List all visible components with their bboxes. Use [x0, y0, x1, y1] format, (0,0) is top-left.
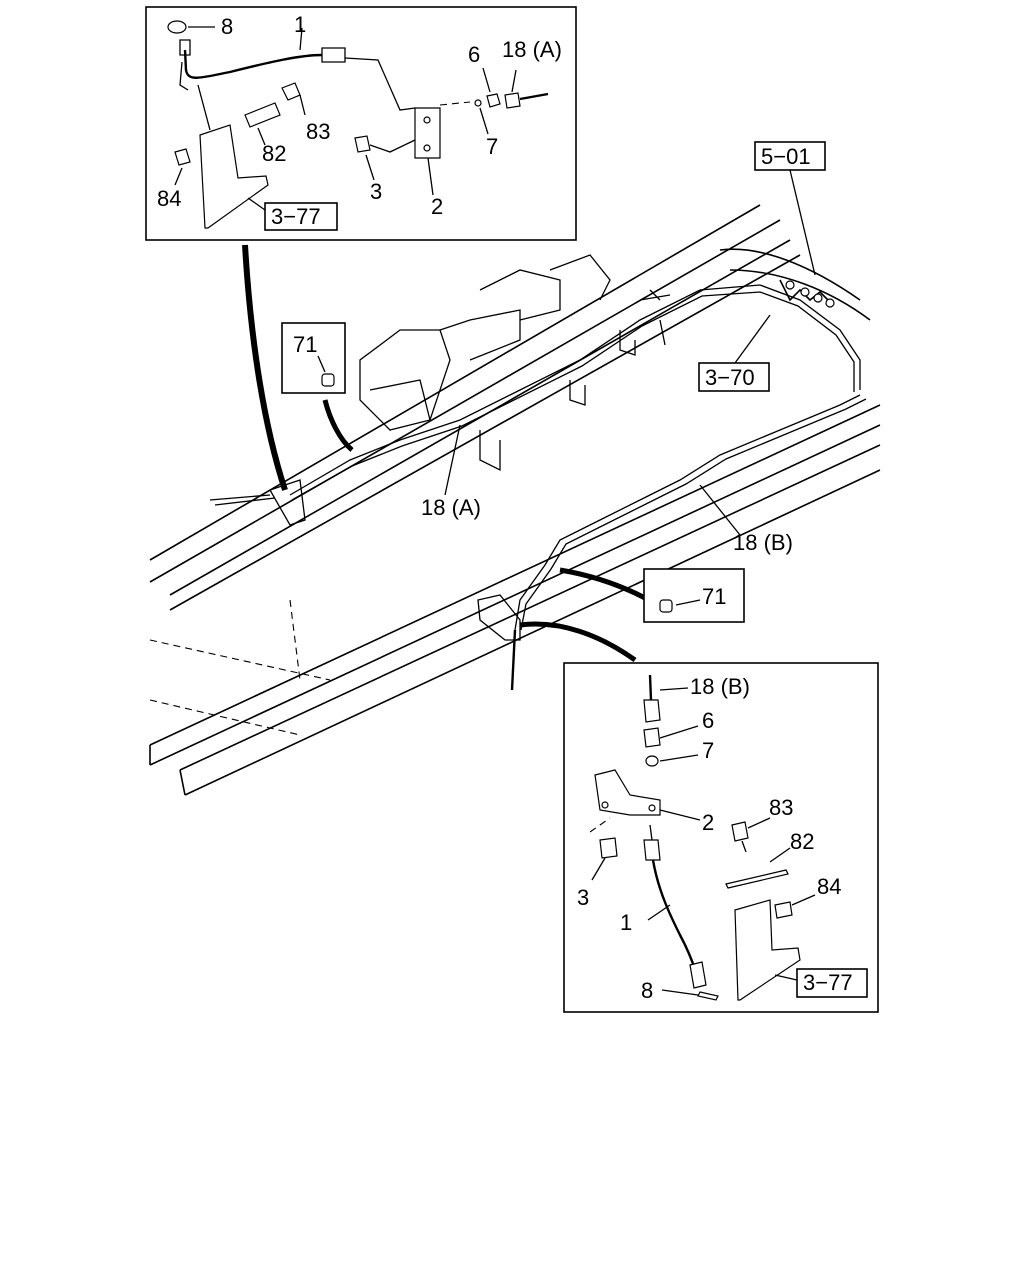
bottom-callout-6: 6 [702, 708, 714, 733]
leader-curve-top [242, 244, 288, 491]
bolt-83-bottom [731, 821, 749, 842]
leader-18b-main [699, 484, 741, 536]
bottom-ref-box-3-77 [796, 968, 868, 998]
bottom-callout-84: 84 [817, 874, 841, 899]
bottom-callout-7: 7 [702, 738, 714, 763]
callout-18b-main: 18 (B) [733, 530, 793, 555]
ref-3-70-label: 3−70 [705, 365, 755, 390]
top-ref-box-3-77 [264, 202, 338, 231]
top-callout-2: 2 [431, 194, 443, 219]
bottom-callout-2: 2 [702, 810, 714, 835]
top-callout-84: 84 [157, 186, 181, 211]
top-callout-3: 3 [370, 179, 382, 204]
bracket-2 [414, 107, 441, 159]
callout-71-a-label: 71 [293, 332, 317, 357]
bottom-callout-83: 83 [769, 795, 793, 820]
leader-18a-main [444, 424, 461, 496]
top-callout-7: 7 [486, 134, 498, 159]
top-callout-83: 83 [306, 119, 330, 144]
nut-6 [486, 93, 501, 108]
nut-84 [174, 148, 191, 166]
top-callout-8: 8 [221, 14, 233, 39]
ref-5-01-label: 5−01 [761, 144, 811, 169]
washer-8-bottom [697, 991, 719, 1001]
top-callout-82: 82 [262, 141, 286, 166]
bottom-callout-3: 3 [577, 885, 589, 910]
bolt-3 [354, 135, 371, 153]
nut-84-bottom [774, 901, 793, 919]
bottom-callout-8: 8 [641, 978, 653, 1003]
callout-71-box-b: 71 [643, 568, 745, 623]
flare-nut-18a [504, 92, 521, 109]
chassis-frame-illustration [149, 204, 881, 796]
bottom-callout-18b: 18 (B) [690, 674, 750, 699]
leader-curve-71b [559, 567, 647, 601]
bracket-2-bottom [594, 769, 661, 816]
washer-7 [474, 99, 482, 107]
ref-box-5-01: 5−01 [754, 141, 826, 276]
washer-8 [167, 20, 187, 34]
top-ref-3-77-label: 3−77 [271, 204, 321, 229]
leader-curve-71a [322, 399, 354, 452]
bracket-3-77-bottom [734, 899, 801, 1001]
clip-82-bottom [725, 869, 789, 889]
washer-7-bottom [645, 755, 659, 767]
top-callout-1: 1 [294, 12, 306, 37]
bottom-ref-3-77-label: 3−77 [803, 970, 853, 995]
callout-71-b-label: 71 [702, 584, 726, 609]
callout-18a-main: 18 (A) [421, 495, 481, 520]
bolt-3-bottom [599, 837, 618, 859]
bottom-callout-1: 1 [620, 910, 632, 935]
top-callout-6: 6 [468, 42, 480, 67]
top-detail-box: 8 1 2 6 7 18 (A) 83 82 [145, 6, 577, 241]
bottom-detail-box: 18 (B) 6 7 2 3 1 8 83 [563, 662, 879, 1013]
top-callout-18a: 18 (A) [502, 37, 562, 62]
flare-nut-18b [643, 699, 661, 723]
callout-71-box-a: 71 [281, 322, 346, 394]
ref-box-3-70: 3−70 [698, 314, 771, 392]
bottom-callout-82: 82 [790, 829, 814, 854]
bracket-3-77-top [199, 124, 269, 229]
leader-curve-bottom [519, 621, 637, 663]
clip-82 [244, 102, 281, 128]
nut-6-bottom [643, 727, 661, 748]
